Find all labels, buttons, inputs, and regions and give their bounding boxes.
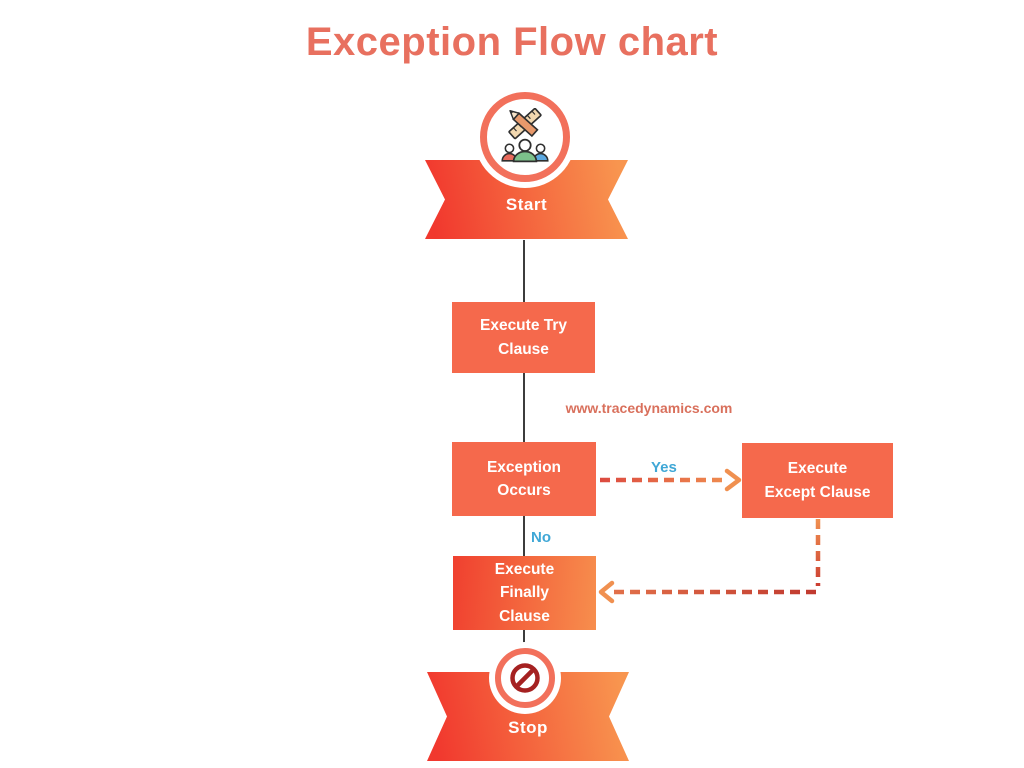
- node-exception-occurs: Exception Occurs: [452, 442, 596, 516]
- node-execute-finally-clause: Execute Finally Clause: [453, 556, 596, 630]
- exception-label: Exception Occurs: [486, 458, 562, 499]
- start-label: Start: [505, 194, 548, 214]
- start-circle-badge: [480, 92, 570, 182]
- return-arrowhead-icon: [598, 580, 615, 604]
- yes-arrowhead-icon: [724, 468, 742, 492]
- stop-label: Stop: [508, 717, 548, 737]
- watermark-url: www.tracedynamics.com: [565, 400, 733, 416]
- finally-label: Execute Finally Clause: [494, 561, 555, 625]
- node-execute-try-clause: Execute Try Clause: [452, 302, 595, 373]
- stop-circle-badge: [495, 648, 555, 708]
- node-execute-except-clause: Execute Except Clause: [742, 443, 893, 518]
- edge-label-no: No: [531, 529, 551, 546]
- team-design-tools-icon: [501, 108, 549, 163]
- prohibition-icon: [510, 663, 540, 693]
- try-label: Execute Try Clause: [479, 317, 568, 358]
- page-title: Exception Flow chart: [305, 20, 719, 64]
- edge-label-yes: Yes: [651, 459, 677, 476]
- except-label: Execute Except Clause: [764, 460, 871, 501]
